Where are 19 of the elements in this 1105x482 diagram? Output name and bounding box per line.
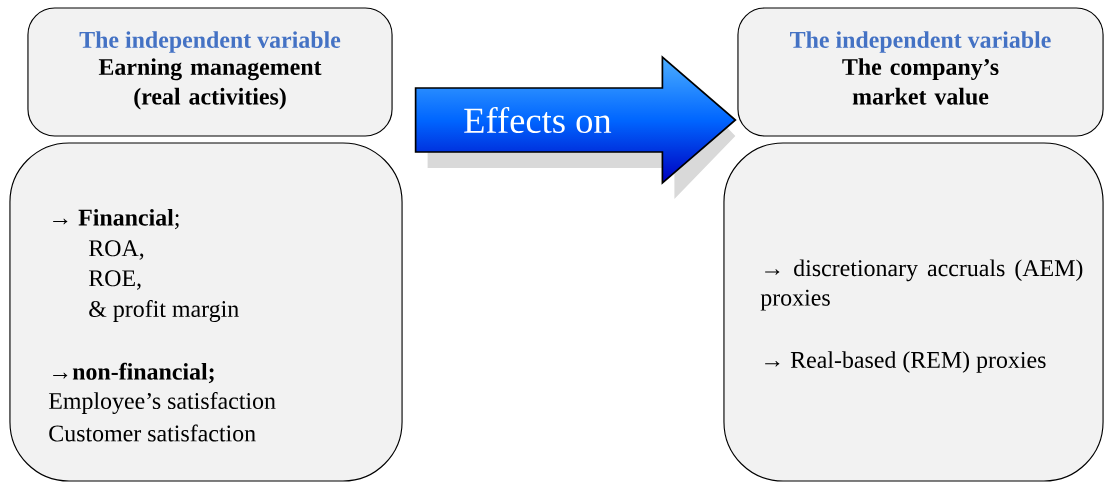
body-text: & profit margin	[89, 300, 239, 322]
body-text: ROE,	[88, 270, 141, 290]
header-box	[737, 7, 1104, 137]
heading-text: The independent variable	[790, 31, 1051, 53]
rounded-box	[9, 142, 403, 482]
body-text: Employee’s satisfaction	[48, 392, 276, 414]
body-text: → Real-based (REM) proxies	[765, 351, 1046, 373]
body-text: → Financial;	[53, 208, 179, 230]
rounded-box	[723, 142, 1104, 482]
heading-text: The independent variable	[79, 31, 341, 53]
block-arrow	[414, 55, 737, 199]
body-text: ROA,	[88, 240, 144, 260]
body-text: Customer satisfaction	[49, 424, 256, 442]
body-text: → discretionary accruals (AEM) proxies	[760, 259, 1083, 311]
header-text: The company’s market value	[842, 58, 999, 105]
body-text: →non-financial;	[53, 362, 214, 384]
header-text: Earning management (real activities)	[98, 58, 322, 110]
header-box	[27, 7, 393, 137]
edge-label: Effects on	[464, 106, 612, 134]
